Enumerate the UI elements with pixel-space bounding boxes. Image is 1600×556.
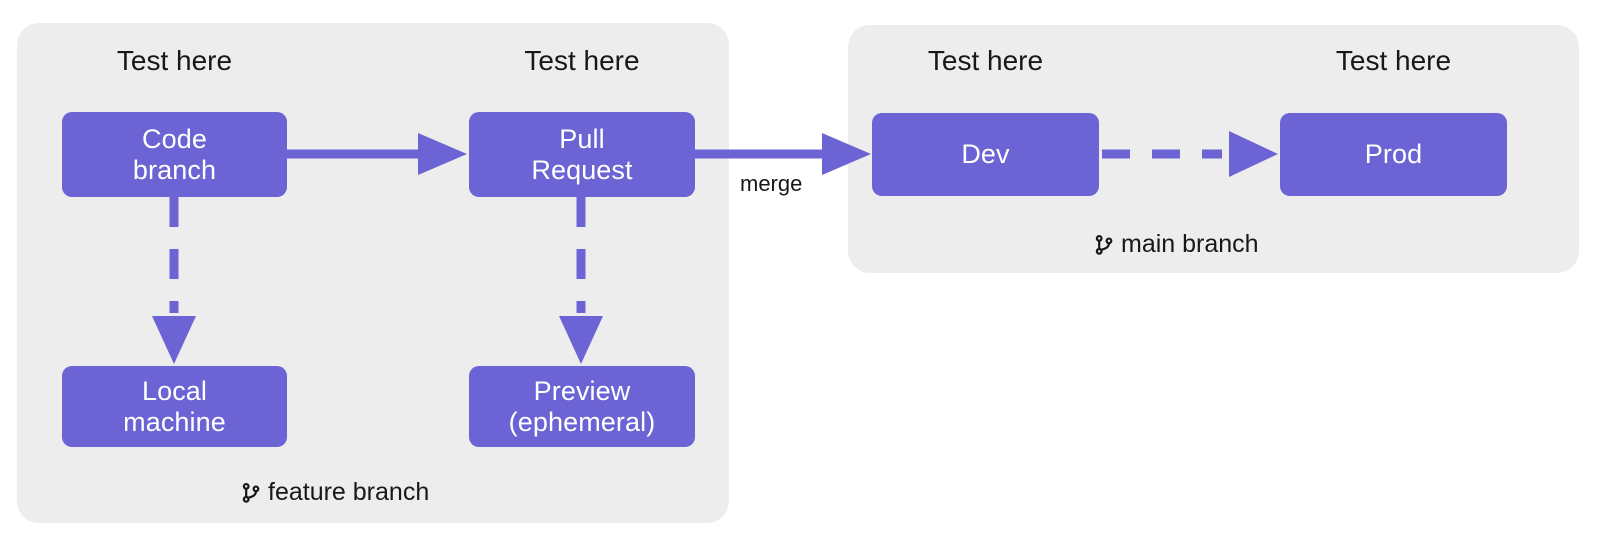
edge-pull-request-to-dev: [695, 133, 871, 175]
node-preview-ephemeral[interactable]: Preview (ephemeral): [469, 366, 695, 447]
edge-pull-request-to-preview: [559, 197, 603, 364]
node-code-branch[interactable]: Code branch: [62, 112, 287, 197]
test-here-label-prod: Test here: [1335, 45, 1452, 76]
caption-feature-branch: feature branch: [240, 478, 429, 507]
test-here-label-pull-request: Test here: [524, 45, 640, 76]
node-dev[interactable]: Dev: [872, 113, 1099, 196]
test-here-label-dev: Test here: [927, 45, 1044, 76]
caption-main-branch: main branch: [1093, 230, 1259, 259]
caption-main-branch-text: main branch: [1121, 230, 1259, 258]
node-prod[interactable]: Prod: [1280, 113, 1507, 196]
edge-code-to-pull-request: [287, 133, 467, 175]
edge-label-merge: merge: [740, 171, 803, 196]
git-branch-icon: [1093, 232, 1115, 258]
test-here-label-code-branch: Test here: [116, 45, 233, 76]
edge-code-to-local-machine: [152, 197, 196, 364]
node-local-machine[interactable]: Local machine: [62, 366, 287, 447]
caption-feature-branch-text: feature branch: [268, 478, 430, 506]
edge-dev-to-prod: [1102, 131, 1278, 177]
node-pull-request[interactable]: Pull Request: [469, 112, 695, 197]
git-branch-icon: [240, 480, 262, 506]
